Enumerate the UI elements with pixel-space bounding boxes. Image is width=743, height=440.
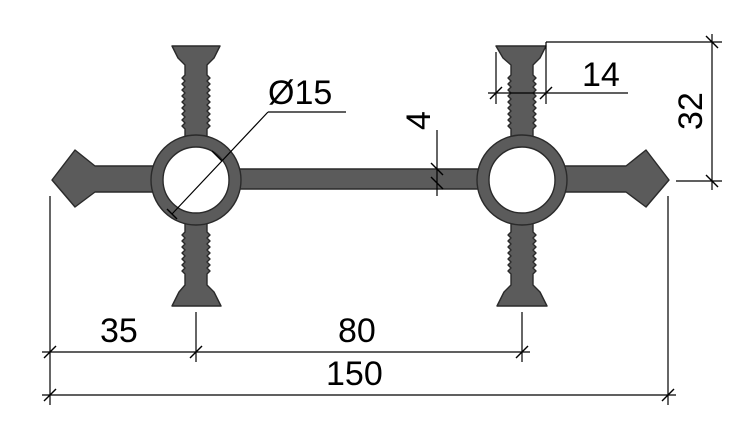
web-thickness-label: 4 xyxy=(400,111,438,130)
left-vertical-rib-top xyxy=(171,45,221,149)
height-dimension: 32 xyxy=(546,34,722,190)
bulb-spacing-label: 80 xyxy=(338,312,376,350)
left-vertical-rib-bottom xyxy=(171,211,222,307)
hole-diameter-label: Ø15 xyxy=(268,74,332,112)
right-bulb-cross xyxy=(495,45,670,307)
edge-to-bulb-label: 35 xyxy=(100,312,138,350)
bulb-width-label: 14 xyxy=(582,56,620,94)
bulb-width-dimension: 14 xyxy=(488,42,628,104)
height-label: 32 xyxy=(672,92,710,130)
right-vertical-rib-top xyxy=(495,45,547,149)
left-flange-arrow xyxy=(51,149,161,208)
bottom-dimensions: 35 80 150 xyxy=(42,196,676,405)
hole-diameter-dimension: Ø15 xyxy=(166,74,346,220)
right-flange-arrow xyxy=(559,149,670,208)
right-vertical-rib-bottom xyxy=(496,211,548,307)
web-thickness-dimension: 4 xyxy=(400,111,444,196)
overall-width-label: 150 xyxy=(326,355,383,393)
left-bulb-cross xyxy=(51,45,222,307)
right-bulb-hole xyxy=(488,146,556,214)
left-bulb-hole xyxy=(162,146,230,214)
central-web xyxy=(229,168,491,190)
